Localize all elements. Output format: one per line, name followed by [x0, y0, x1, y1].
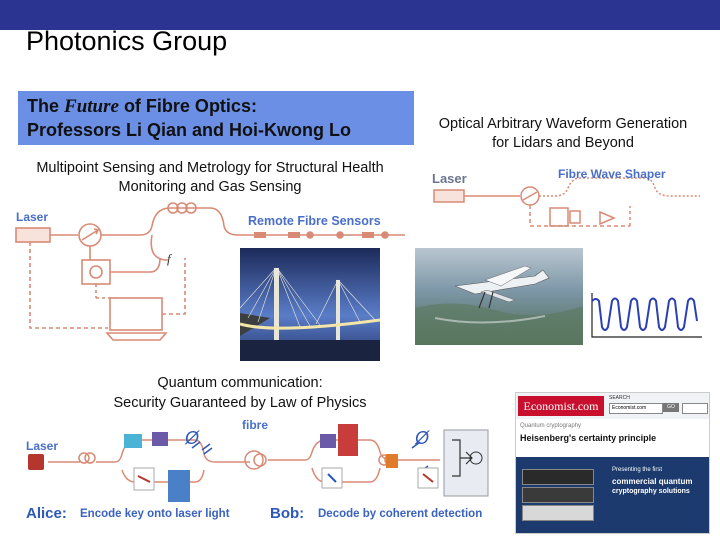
fibre-f-label: f — [167, 251, 171, 267]
slide-title: Photonics Group — [26, 26, 227, 57]
sensors-dots: .... — [343, 228, 354, 239]
bob-modulator-1 — [320, 434, 336, 448]
headline-suffix: of Fibre Optics: — [119, 96, 257, 116]
economist-headline: Heisenberg's certainty principle — [520, 433, 656, 443]
server-image-2 — [522, 487, 594, 503]
economist-section: Quantum cryptography — [520, 423, 581, 429]
economist-search-input[interactable]: Economist.com — [609, 403, 663, 414]
waveform-trace — [586, 291, 704, 341]
server-image-3 — [522, 505, 594, 521]
sensing-caption-1: Multipoint Sensing and Metrology for Str… — [18, 160, 402, 176]
computer-icon — [110, 298, 162, 330]
wave-shaper-label: Fibre Wave Shaper — [558, 167, 666, 181]
economist-ad: Presenting the first commercial quantum … — [516, 457, 709, 533]
ad-line-1: Presenting the first — [612, 467, 662, 473]
headline-line-2: Professors Li Qian and Hoi-Kwong Lo — [27, 120, 351, 141]
bob-modulator-2 — [338, 424, 358, 456]
headline-prefix: The — [27, 96, 64, 116]
alice-label: Alice: — [26, 505, 67, 522]
server-image — [522, 469, 594, 485]
economist-search-select[interactable] — [682, 403, 708, 414]
economist-screenshot: Economist.com SEARCH Economist.com GO Qu… — [515, 392, 710, 534]
alice-modulator-1 — [124, 434, 142, 448]
quantum-laser-label: Laser — [26, 439, 58, 453]
bob-label: Bob: — [270, 505, 304, 522]
alice-modulator-2 — [152, 432, 168, 446]
bridge-photo — [240, 248, 380, 361]
quantum-caption-1: Quantum communication: — [90, 375, 390, 391]
remote-sensors-label: Remote Fibre Sensors — [248, 214, 381, 228]
waveform-laser-box — [434, 190, 464, 202]
economist-search-label: SEARCH — [609, 395, 630, 401]
quantum-caption-2: Security Guaranteed by Law of Physics — [90, 395, 390, 411]
waveform-caption-1: Optical Arbitrary Waveform Generation — [424, 116, 702, 132]
bob-filter-box — [386, 454, 398, 468]
bob-phase-symbol: Ø — [415, 428, 429, 449]
alice-description: Encode key onto laser light — [80, 508, 230, 520]
economist-go-button[interactable]: GO — [663, 403, 679, 412]
waveform-caption-2: for Lidars and Beyond — [424, 135, 702, 151]
headline-emphasis: Future — [64, 96, 119, 117]
ad-line-3: cryptography solutions — [612, 488, 690, 495]
waveform-laser-label: Laser — [432, 171, 467, 186]
headline-line-1: The Future of Fibre Optics: — [27, 96, 257, 118]
photodetector-box — [82, 260, 110, 284]
economist-logo: Economist.com — [518, 396, 604, 416]
sensing-laser-box — [16, 228, 50, 242]
sensing-laser-label: Laser — [16, 210, 48, 224]
alice-laser-box — [28, 454, 44, 470]
alice-phase-symbol: Ø — [185, 428, 199, 449]
alice-phase-box — [168, 470, 190, 502]
sensing-caption-2: Monitoring and Gas Sensing — [18, 179, 402, 195]
fibre-label: fibre — [242, 418, 268, 432]
ad-line-2: commercial quantum — [612, 477, 692, 486]
coherent-detector-box — [444, 430, 488, 496]
airplane-photo — [415, 248, 583, 345]
headline-box: The Future of Fibre Optics: Professors L… — [18, 91, 414, 145]
bob-description: Decode by coherent detection — [318, 508, 482, 520]
